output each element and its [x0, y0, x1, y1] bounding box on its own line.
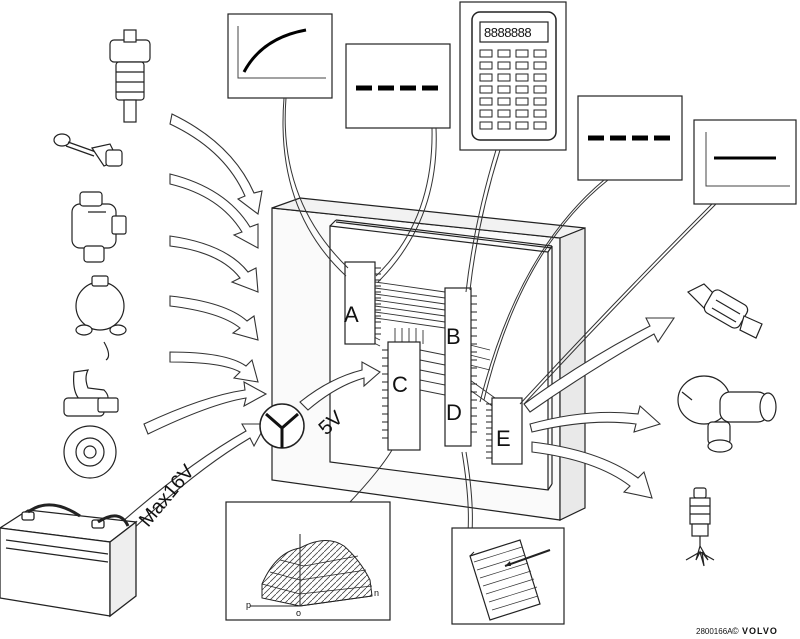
graph-axis-label-n: n — [374, 588, 379, 598]
input-arrows — [121, 113, 381, 531]
output-arrow-idle-valve — [529, 404, 662, 433]
spark-plug — [685, 487, 715, 567]
calculator-display-text: 8888888 — [484, 25, 531, 40]
panel-pulse-signal-2 — [577, 95, 683, 181]
crankshaft-position-sensor — [63, 369, 119, 479]
input-arrow-2 — [169, 173, 259, 249]
panel-constant-signal — [693, 119, 797, 205]
chip-c-label: C — [392, 372, 408, 397]
graph-axis-label-p: p — [246, 600, 251, 610]
input-arrow-4 — [169, 295, 259, 341]
signal-converter — [259, 403, 305, 449]
chip-a: A — [344, 261, 381, 345]
air-mass-meter-sensor — [109, 29, 151, 123]
chip-e-label: E — [496, 426, 511, 451]
chip-b-label: B — [446, 324, 461, 349]
panel-notebook — [451, 527, 565, 625]
chip-d-label: D — [446, 400, 462, 425]
input-arrow-6 — [143, 381, 268, 435]
output-arrows — [523, 317, 676, 499]
copyright-symbol: © — [732, 626, 739, 636]
panel-3d-map: p o n — [225, 501, 391, 621]
voltage-in-arrow — [121, 423, 267, 531]
fuel-injector — [686, 283, 763, 339]
figure-code: 2800166A — [696, 627, 733, 636]
temperature-sensor — [53, 133, 123, 167]
footer-credit: 2800166A © VOLVO — [696, 626, 778, 636]
battery — [0, 503, 138, 618]
panel-pulse-signal-1 — [345, 43, 451, 129]
panel-calculator: 8888888 — [459, 1, 567, 151]
input-arrow-5 — [169, 351, 259, 383]
idle-air-control-valve — [677, 375, 777, 453]
voltage-out-arrow — [299, 361, 381, 411]
calculator-keys — [479, 49, 547, 130]
chip-e: E — [486, 397, 523, 465]
knock-sensor — [75, 275, 127, 361]
output-arrow-injector — [523, 317, 676, 413]
control-unit-housing — [271, 197, 586, 521]
chip-c: C — [382, 341, 421, 451]
brand-logo-text: VOLVO — [742, 626, 778, 636]
input-arrow-1 — [169, 113, 263, 215]
panel-curve-graph — [227, 13, 333, 99]
voltage-in-label: Max16V — [135, 460, 199, 531]
chip-b: B D — [444, 287, 477, 447]
connector-lines — [282, 97, 717, 533]
graph-axis-label-o: o — [296, 608, 301, 618]
output-arrow-spark-plug — [531, 441, 653, 499]
chip-a-label: A — [344, 302, 359, 327]
pressure-sensor — [71, 191, 127, 263]
input-arrow-3 — [169, 235, 259, 293]
